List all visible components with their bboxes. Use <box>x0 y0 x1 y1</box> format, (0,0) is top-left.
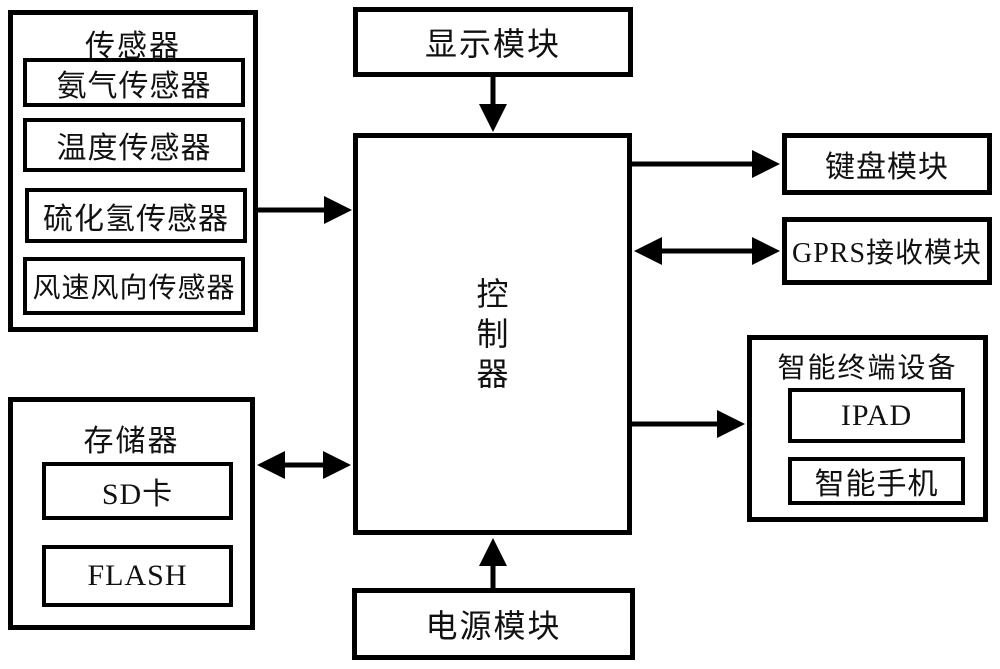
temperature-sensor-box: 温度传感器 <box>23 118 245 172</box>
flash-label: FLASH <box>87 559 188 592</box>
ammonia-sensor-label: 氨气传感器 <box>56 69 212 103</box>
smartphone-box: 智能手机 <box>788 457 965 505</box>
h2s-sensor-label: 硫化氢传感器 <box>43 202 229 236</box>
temperature-sensor-label: 温度传感器 <box>56 132 212 165</box>
arrow-sensors-to-controller <box>258 196 352 224</box>
wind-sensor-label: 风速风向传感器 <box>32 273 236 304</box>
display-module-box: 显示模块 <box>353 7 633 77</box>
arrow-storage-controller-double <box>257 451 351 479</box>
power-module-label: 电源模块 <box>425 608 562 644</box>
ipad-box: IPAD <box>788 388 965 443</box>
storage-group-title: 存储器 <box>83 425 180 458</box>
controller-label: 控 制 器 <box>476 276 509 392</box>
arrow-controller-gprs-double <box>634 237 780 265</box>
arrow-controller-to-keyboard <box>632 150 780 178</box>
display-module-label: 显示模块 <box>424 26 561 62</box>
terminal-group-box: 智能终端设备 IPAD 智能手机 <box>747 335 988 522</box>
keyboard-module-label: 键盘模块 <box>825 151 949 184</box>
sd-card-label: SD卡 <box>101 478 174 511</box>
keyboard-module-box: 键盘模块 <box>782 133 992 195</box>
gprs-module-label: GPRS接收模块 <box>791 238 983 269</box>
terminal-group-title: 智能终端设备 <box>777 353 958 384</box>
storage-group-box: 存储器 SD卡 FLASH <box>8 397 255 630</box>
arrow-controller-to-terminal <box>632 410 745 438</box>
controller-box: 控 制 器 <box>353 133 632 535</box>
ammonia-sensor-box: 氨气传感器 <box>23 58 245 107</box>
arrow-display-to-controller <box>479 77 507 132</box>
wind-sensor-box: 风速风向传感器 <box>23 257 245 315</box>
ipad-label: IPAD <box>840 398 913 432</box>
gprs-module-box: GPRS接收模块 <box>782 217 992 285</box>
flash-box: FLASH <box>42 545 233 607</box>
h2s-sensor-box: 硫化氢传感器 <box>25 188 247 243</box>
smartphone-label: 智能手机 <box>814 468 939 501</box>
sd-card-box: SD卡 <box>42 462 233 520</box>
power-module-box: 电源模块 <box>352 588 635 660</box>
sensors-group-title: 传感器 <box>85 30 181 63</box>
sensors-group-box: 传感器 氨气传感器 温度传感器 硫化氢传感器 风速风向传感器 <box>8 10 258 332</box>
arrow-power-to-controller <box>479 538 507 588</box>
